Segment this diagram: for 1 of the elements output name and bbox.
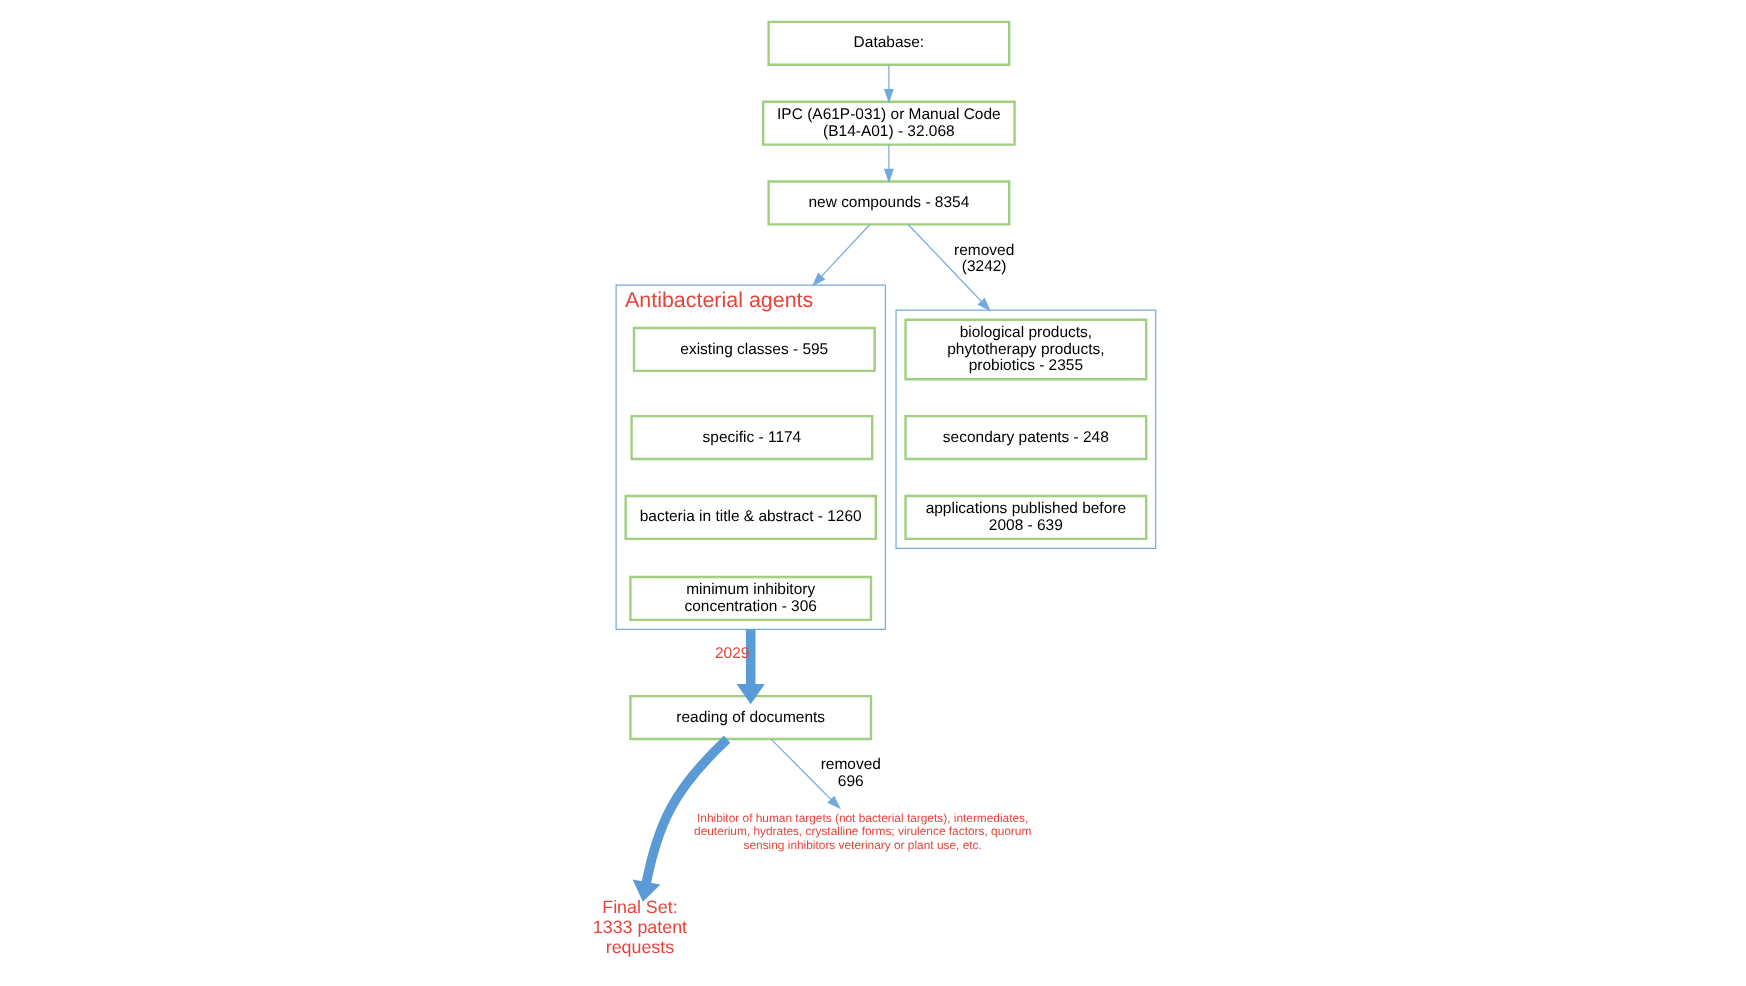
node-text: Final Set: 1333 patent requests: [591, 896, 687, 958]
